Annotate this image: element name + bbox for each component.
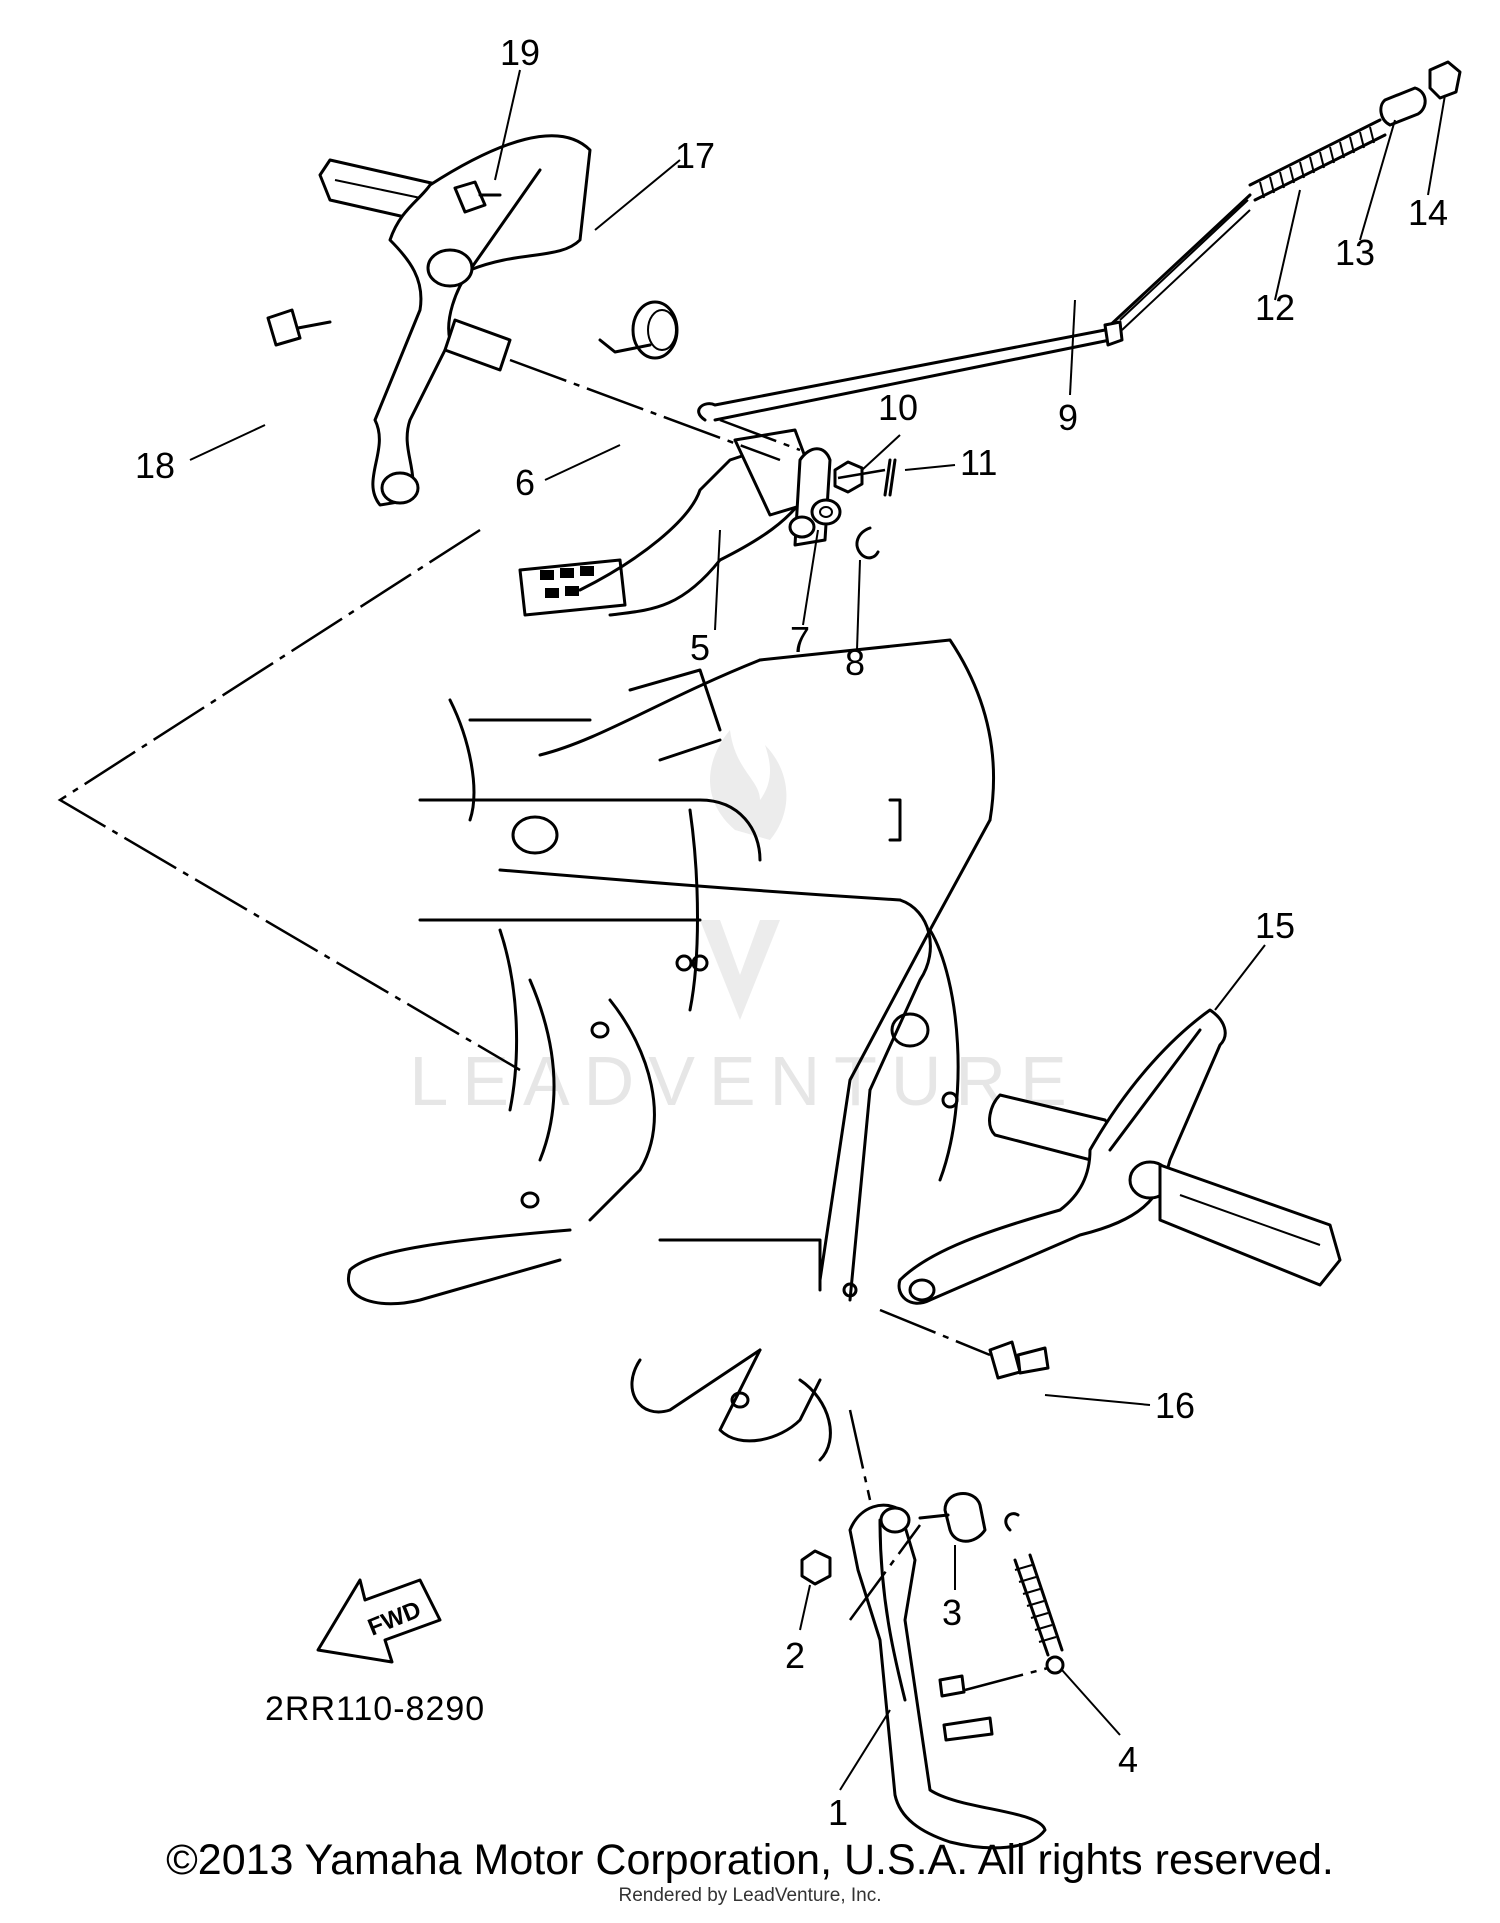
label-part-8: 8 bbox=[845, 642, 865, 683]
label-part-18: 18 bbox=[135, 445, 175, 486]
diagram-code: 2RR110-8290 bbox=[265, 1690, 485, 1728]
label-part-4: 4 bbox=[1118, 1739, 1138, 1780]
label-part-15: 15 bbox=[1255, 905, 1295, 946]
guide-line-16 bbox=[879, 1308, 991, 1357]
guide-line-10-11 bbox=[837, 468, 886, 480]
part-4-spring bbox=[1004, 1512, 1065, 1675]
watermark-flame-icon bbox=[710, 730, 787, 840]
copyright-text: ©2013 Yamaha Motor Corporation, U.S.A. A… bbox=[166, 1836, 1334, 1884]
watermark-v-icon bbox=[700, 920, 780, 1020]
part-9-brake-rod bbox=[697, 193, 1252, 422]
part-3-bolt bbox=[918, 1492, 987, 1543]
label-part-13: 13 bbox=[1335, 232, 1375, 273]
label-part-11: 11 bbox=[960, 442, 997, 483]
guide-line-3 bbox=[848, 1524, 922, 1621]
part-5-brake-pedal bbox=[518, 428, 832, 617]
guide-line-4 bbox=[964, 1666, 1049, 1692]
guide-line-18 bbox=[57, 528, 521, 1072]
part-11-cotter-pin bbox=[883, 458, 897, 497]
label-part-14: 14 bbox=[1408, 192, 1448, 233]
label-part-12: 12 bbox=[1255, 287, 1295, 328]
part-6-spring bbox=[598, 300, 679, 360]
part-15-footrest-bracket-right bbox=[897, 1008, 1342, 1305]
guide-line-17-5 bbox=[509, 358, 781, 462]
label-part-16: 16 bbox=[1155, 1385, 1195, 1426]
label-part-5: 5 bbox=[690, 627, 710, 668]
label-part-19: 19 bbox=[500, 32, 540, 73]
part-18-bolt bbox=[266, 308, 332, 347]
label-part-10: 10 bbox=[878, 387, 918, 428]
label-part-9: 9 bbox=[1058, 397, 1078, 438]
label-part-17: 17 bbox=[675, 135, 715, 176]
label-part-2: 2 bbox=[785, 1635, 805, 1676]
part-8-clip bbox=[855, 526, 880, 560]
part-17-footrest-bracket-left bbox=[318, 134, 592, 507]
label-part-6: 6 bbox=[515, 462, 535, 503]
label-part-3: 3 bbox=[942, 1592, 962, 1633]
watermark: LEADVENTURE bbox=[409, 730, 1067, 1120]
fwd-arrow-icon: FWD bbox=[316, 1578, 442, 1664]
part-12-spring bbox=[1248, 118, 1387, 202]
part-14-nut bbox=[1428, 60, 1462, 100]
label-part-1: 1 bbox=[828, 1792, 848, 1833]
guide-line-9-5 bbox=[719, 418, 801, 452]
part-labels: 19 17 18 6 5 7 8 9 10 11 12 13 14 15 16 … bbox=[135, 32, 1448, 1833]
part-13-joint bbox=[1379, 86, 1427, 127]
render-note: Rendered by LeadVenture, Inc. bbox=[618, 1885, 882, 1906]
part-19-bolt bbox=[453, 180, 502, 214]
leader-lines bbox=[189, 69, 1446, 1791]
part-1-sidestand bbox=[848, 1503, 1047, 1850]
frame bbox=[346, 638, 996, 1462]
part-2-nut bbox=[800, 1549, 832, 1586]
guide-line-1 bbox=[848, 1409, 872, 1501]
label-part-7: 7 bbox=[790, 619, 810, 660]
part-7-washer bbox=[810, 498, 842, 526]
part-16-bolt bbox=[988, 1340, 1050, 1380]
